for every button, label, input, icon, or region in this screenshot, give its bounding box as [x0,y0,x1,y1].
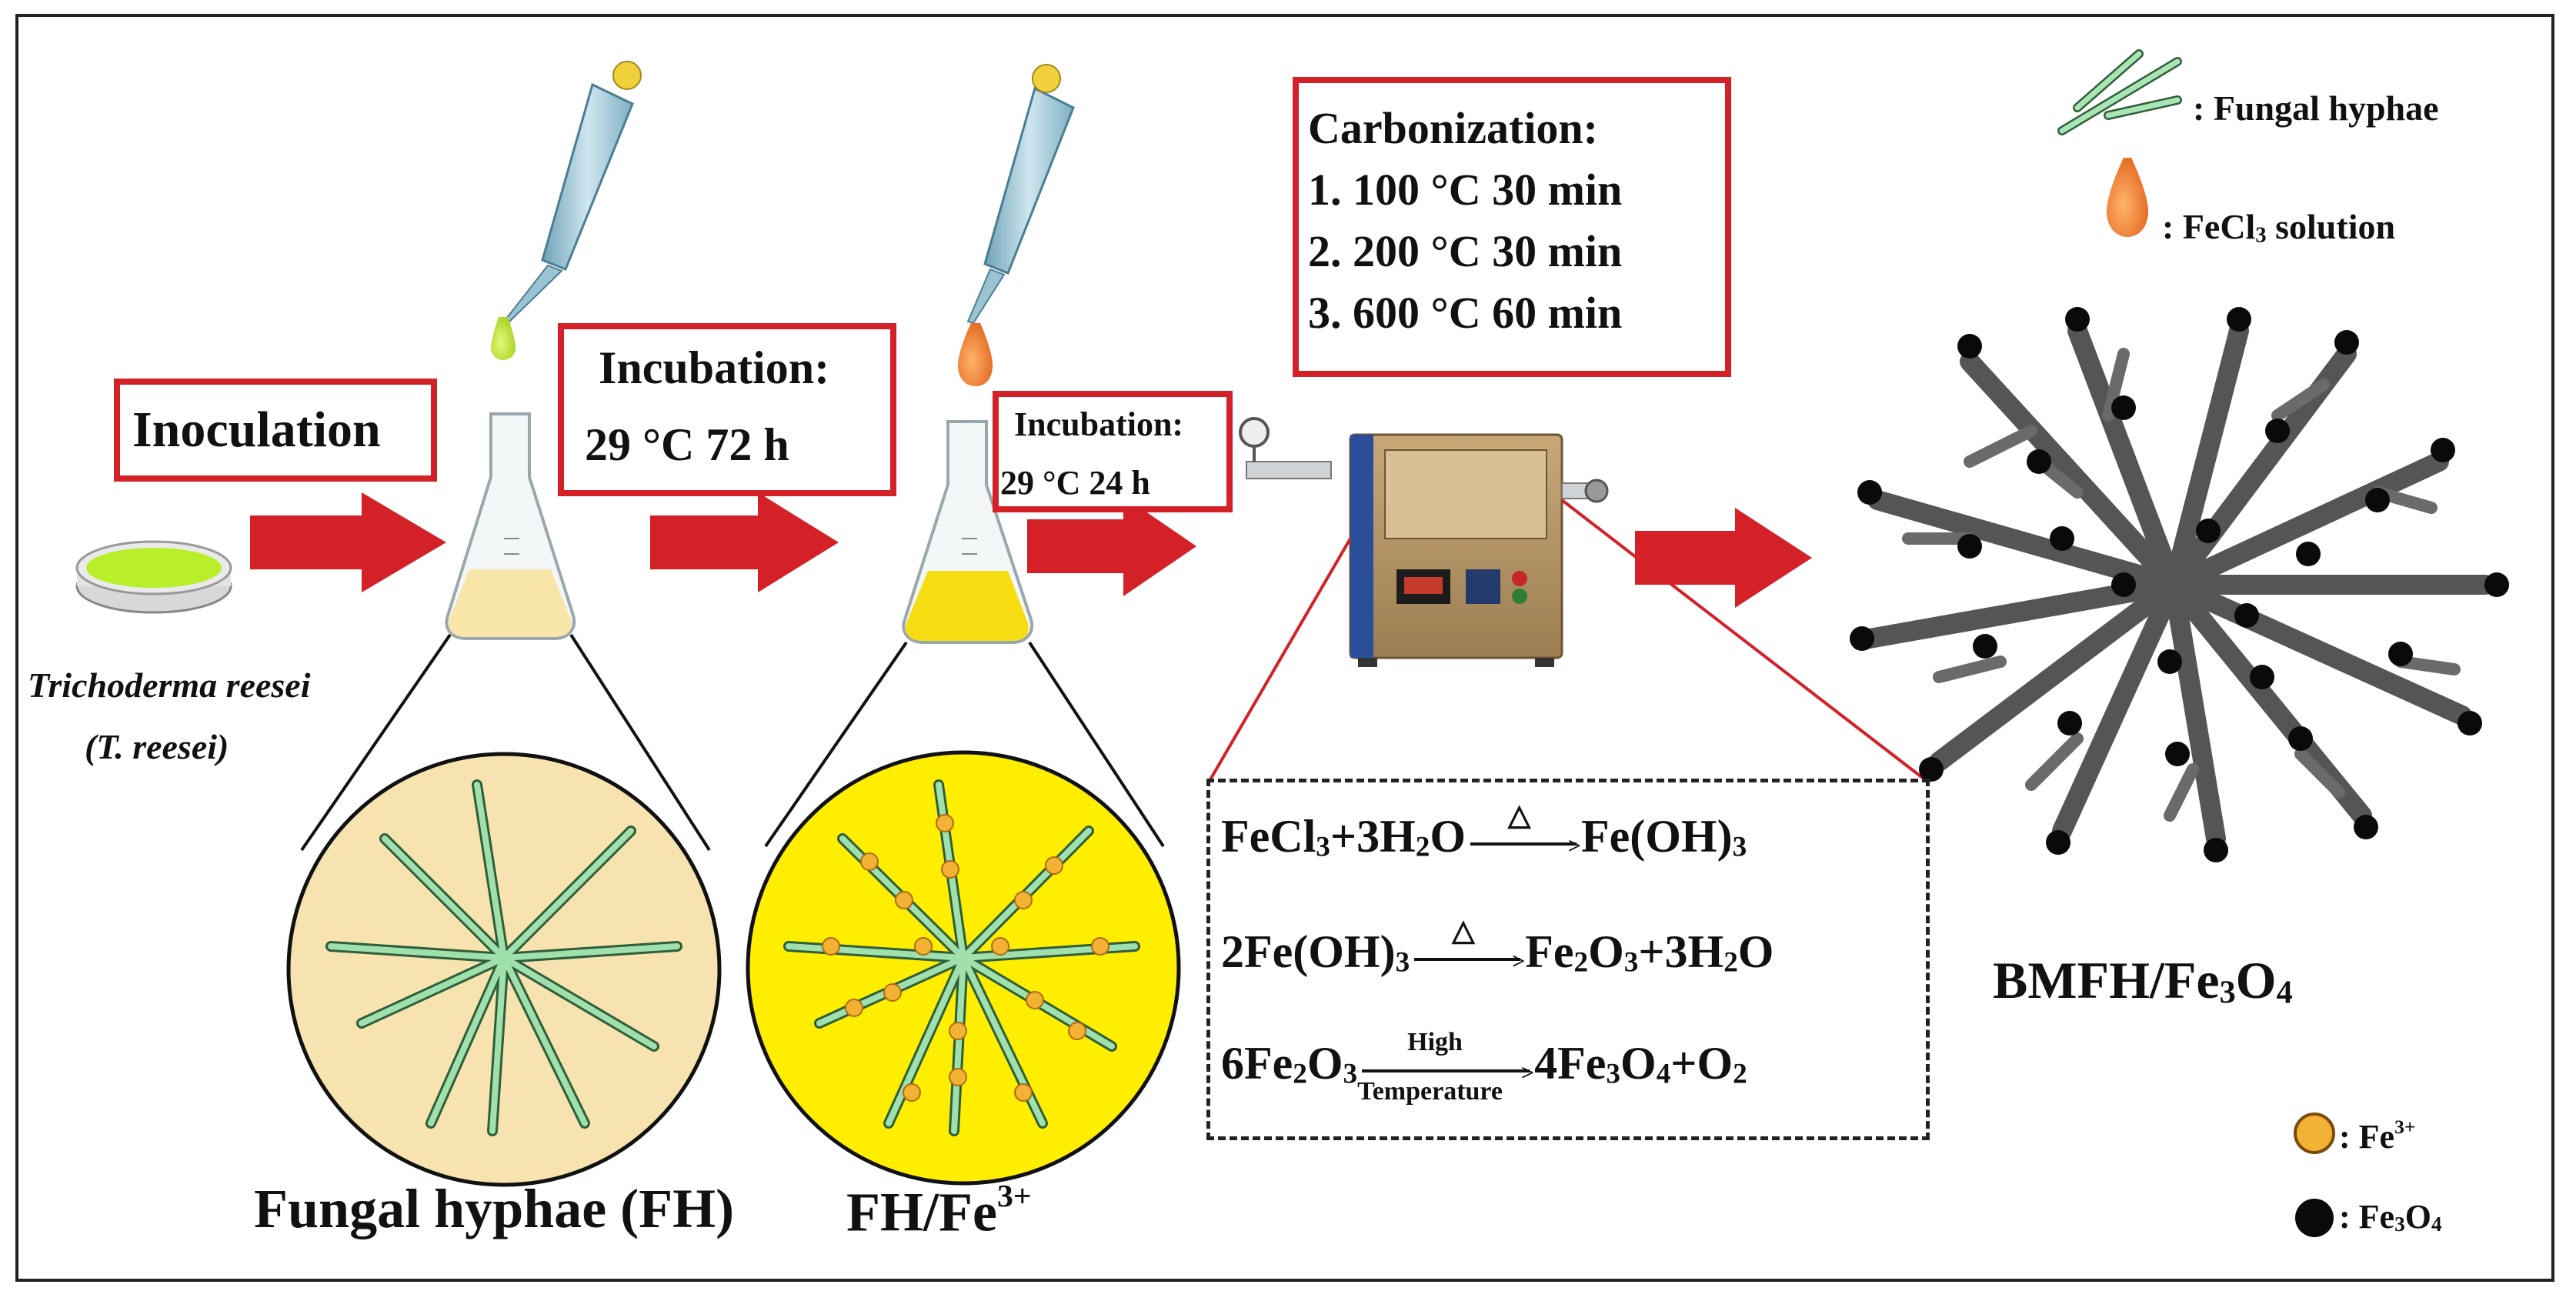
tube-furnace-icon [1239,417,1609,667]
arrow-1 [250,492,446,592]
bmfh-fe3o4-structure [1850,307,2509,862]
zoom-lines [300,633,1165,852]
legend-fe3-icon [2294,1113,2335,1154]
incubation1-title: Incubation: [599,342,830,393]
carbonization-step-1: 1. 100 °C 30 min [1308,165,1623,215]
eq3-condition-above: High [1407,1028,1463,1057]
legend-hyphae-icon [2057,49,2182,135]
hyphae-circle-fh [286,752,722,1187]
equation-1: FeCl3+3H2O△>Fe(OH)3 [1221,799,1747,863]
fh-fe-label: FH/Fe3+ [846,1179,1032,1243]
equations-box: FeCl3+3H2O△>Fe(OH)3 2Fe(OH)3△>Fe2O3+3H2O… [1206,779,1930,1140]
flask-icon-2 [902,420,1034,644]
equation-2: 2Fe(OH)3△>Fe2O3+3H2O [1221,915,1774,979]
carbonization-step-3: 3. 600 °C 60 min [1308,288,1623,338]
incubation1-cond: 29 °C 72 h [585,419,789,470]
fh-label: Fungal hyphae (FH) [254,1178,735,1239]
figure-frame [15,14,2554,1282]
legend-fe3o4-icon [2295,1199,2334,1237]
incubation2-box [993,391,1233,512]
organism-name: Trichoderma reesei [28,666,311,705]
inoculation-label: Inoculation [132,402,381,458]
organism-abbr: (T. reesei) [85,727,229,766]
petri-dish-icon [75,540,232,614]
carbonization-box [1293,77,1731,377]
carbonization-step-2: 2. 200 °C 30 min [1308,226,1623,276]
eq3-condition-below: Temperature [1357,1077,1503,1106]
product-label: BMFH/Fe3O4 [1993,951,2293,1011]
incubation1-box [558,323,896,496]
arrow-3 [1027,496,1196,596]
flask-icon-1 [445,412,576,640]
connector-lines [1208,499,1928,782]
incubation2-title: Incubation: [1014,405,1184,443]
arrow-2 [650,492,839,592]
legend-fecl3-drop-icon [2107,158,2148,237]
inoculation-box [114,379,437,482]
hyphae-circle-fh-fe3 [746,750,1181,1186]
carbonization-title: Carbonization: [1308,103,1598,153]
pipette-icon-2 [958,64,1075,386]
legend-fecl3-label: : FeCl3 solution [2162,207,2396,248]
arrow-4 [1635,508,1812,608]
legend-fe3o4-label: : Fe3O4 [2339,1198,2442,1236]
legend-fe3-label: : Fe3+ [2339,1116,2416,1156]
legend-hyphae-label: : Fungal hyphae [2193,88,2439,128]
pipette-icon-1 [491,61,642,360]
incubation2-cond: 29 °C 24 h [1000,464,1150,502]
